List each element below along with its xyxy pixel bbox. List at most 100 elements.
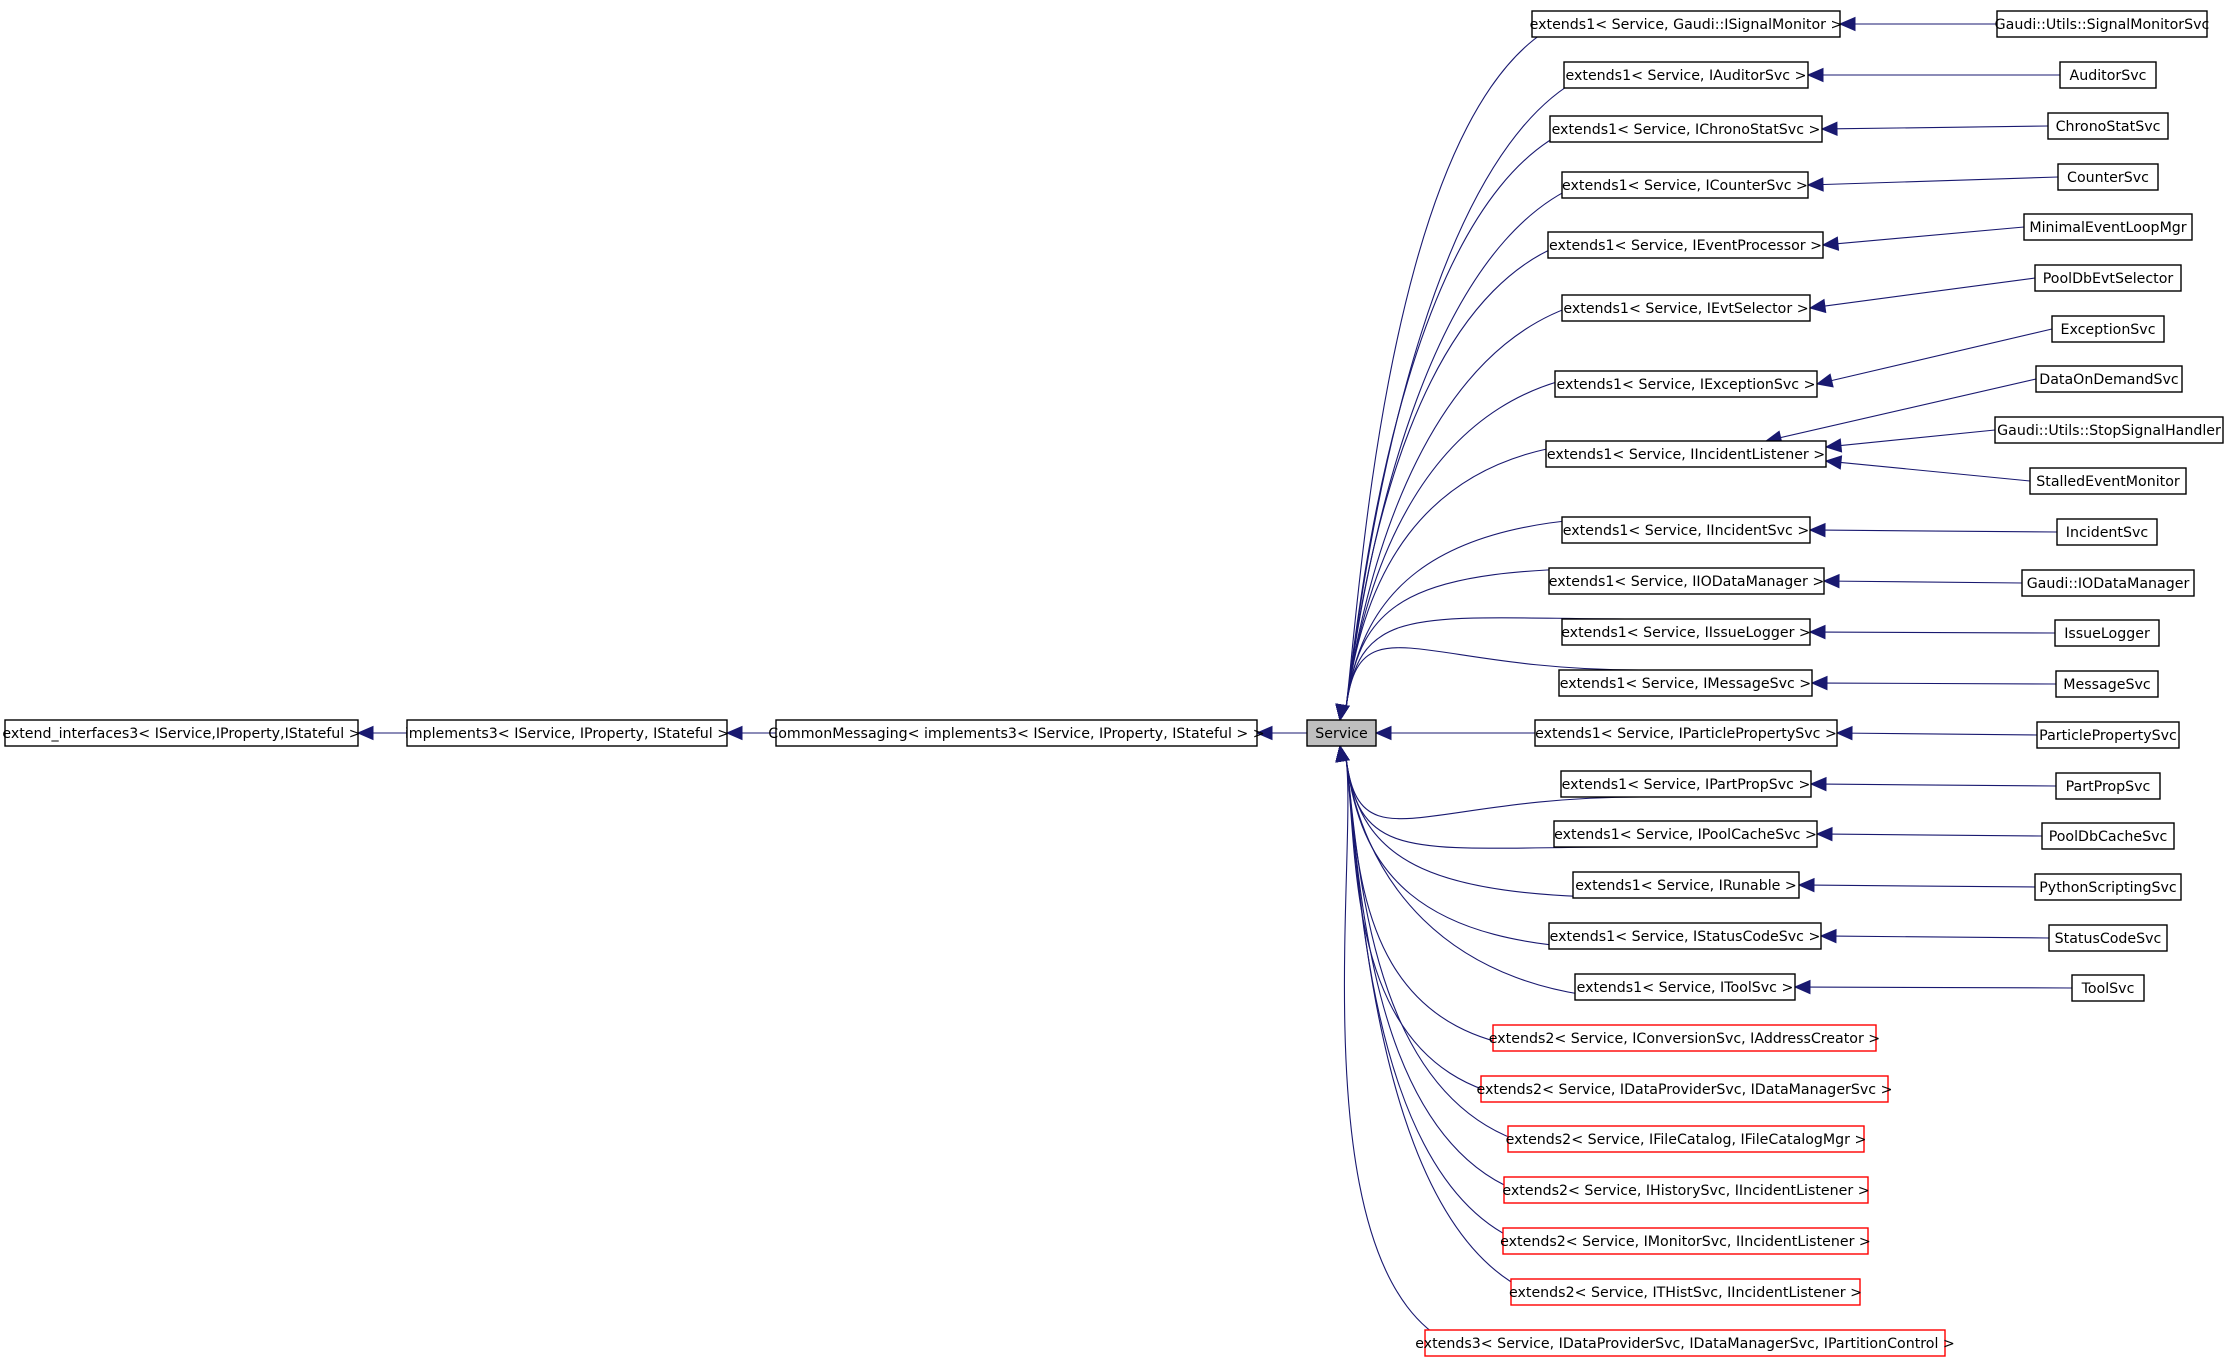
node-minimaleventloopmgr[interactable]: MinimalEventLoopMgr xyxy=(2023,213,2193,241)
node-service-box xyxy=(1306,719,1377,747)
node-extends1-service-itoolsvc-box xyxy=(1574,973,1796,1001)
node-pooldbevtselector-label: PoolDbEvtSelector xyxy=(2043,271,2174,287)
chain-node-0[interactable]: extend_interfaces3< IService,IProperty,I… xyxy=(2,719,361,747)
node-service-label: Service xyxy=(1315,726,1367,742)
node-extends1-service-irunable[interactable]: extends1< Service, IRunable > xyxy=(1572,871,1800,899)
node-pooldbcachesvc[interactable]: PoolDbCacheSvc xyxy=(2041,822,2175,850)
node-gaudi-utils-signalmonitorsvc-label: Gaudi::Utils::SignalMonitorSvc xyxy=(1995,17,2210,33)
node-messagesvc[interactable]: MessageSvc xyxy=(2055,670,2159,698)
node-dataondemandsvc[interactable]: DataOnDemandSvc xyxy=(2035,365,2183,393)
edge-statuscodesvc xyxy=(1832,935,2050,939)
node-incidentsvc[interactable]: IncidentSvc xyxy=(2056,518,2158,546)
node-countersvc-label: CounterSvc xyxy=(2067,170,2149,186)
node-extends1-service-iissuelogger[interactable]: extends1< Service, IIssueLogger > xyxy=(1561,618,1811,646)
node-toolsvc-box xyxy=(2071,974,2145,1002)
arrowhead-pythonscriptingsvc xyxy=(1797,877,1815,893)
node-extends2-service-ihistorysvc-iincidentlistener[interactable]: extends2< Service, IHistorySvc, IInciden… xyxy=(1502,1176,1870,1204)
node-stalledeventmonitor[interactable]: StalledEventMonitor xyxy=(2029,467,2187,495)
node-extends1-service-ichronostatsvc[interactable]: extends1< Service, IChronoStatSvc > xyxy=(1549,115,1823,143)
node-chronostatsvc-box xyxy=(2047,112,2169,140)
node-extends1-service-ipartpropsvc[interactable]: extends1< Service, IPartPropSvc > xyxy=(1560,770,1812,798)
node-extends1-service-ipoolcachesvc[interactable]: extends1< Service, IPoolCacheSvc > xyxy=(1553,820,1818,848)
node-extends2-service-imonitorsvc-iincidentlistener-box xyxy=(1502,1227,1869,1255)
node-extends1-service-ievtselector-box xyxy=(1561,294,1811,322)
node-extends1-service-ipoolcachesvc-box xyxy=(1553,820,1818,848)
node-pythonscriptingsvc-box xyxy=(2034,873,2182,901)
node-service[interactable]: Service xyxy=(1306,719,1377,747)
node-extends1-service-iincidentsvc[interactable]: extends1< Service, IIncidentSvc > xyxy=(1561,516,1811,544)
node-extends2-service-idataprovidersvc-idatamanagersvc-box xyxy=(1480,1075,1889,1103)
node-toolsvc-label: ToolSvc xyxy=(2081,981,2135,997)
node-extends1-service-ieventprocessor-box xyxy=(1547,231,1824,259)
node-extends1-service-irunable-label: extends1< Service, IRunable > xyxy=(1575,878,1797,894)
node-gaudi-utils-signalmonitorsvc[interactable]: Gaudi::Utils::SignalMonitorSvc xyxy=(1995,10,2210,38)
edge-incidentsvc xyxy=(1821,529,2058,533)
edge-extends1-service-ievtselector xyxy=(1345,294,1643,709)
node-extends2-service-ithistsvc-iincidentlistener-box xyxy=(1510,1278,1861,1306)
node-extends1-service-iiodatamanager[interactable]: extends1< Service, IIODataManager > xyxy=(1548,567,1825,595)
node-statuscodesvc[interactable]: StatusCodeSvc xyxy=(2048,924,2168,952)
node-extends1-service-icountersvc[interactable]: extends1< Service, ICounterSvc > xyxy=(1561,171,1809,199)
edge-extends1-service-imessagesvc xyxy=(1345,647,1640,709)
node-issuelogger[interactable]: IssueLogger xyxy=(2054,619,2160,647)
node-extends2-service-ifilecatalog-ifilecatalogmgr[interactable]: extends2< Service, IFileCatalog, IFileCa… xyxy=(1506,1125,1867,1153)
node-extends1-service-iincidentsvc-label: extends1< Service, IIncidentSvc > xyxy=(1563,523,1809,539)
node-extends1-service-iexceptionsvc[interactable]: extends1< Service, IExceptionSvc > xyxy=(1554,370,1818,398)
node-particlepropertysvc[interactable]: ParticlePropertySvc xyxy=(2036,721,2180,749)
node-extends1-service-ieventprocessor[interactable]: extends1< Service, IEventProcessor > xyxy=(1547,231,1824,259)
node-extends2-service-ithistsvc-iincidentlistener[interactable]: extends2< Service, ITHistSvc, IIncidentL… xyxy=(1509,1278,1862,1306)
chain-node-0-label: extend_interfaces3< IService,IProperty,I… xyxy=(2,726,360,742)
node-extends2-service-imonitorsvc-iincidentlistener[interactable]: extends2< Service, IMonitorSvc, IInciden… xyxy=(1500,1227,1871,1255)
node-gaudi-iodatamanager[interactable]: Gaudi::IODataManager xyxy=(2021,569,2195,597)
chain-node-1[interactable]: implements3< IService, IProperty, IState… xyxy=(405,719,729,747)
node-extends1-service-imessagesvc-label: extends1< Service, IMessageSvc > xyxy=(1560,676,1811,692)
node-extends1-service-ievtselector[interactable]: extends1< Service, IEvtSelector > xyxy=(1561,294,1811,322)
node-statuscodesvc-label: StatusCodeSvc xyxy=(2055,931,2162,947)
node-extends1-service-iincidentlistener[interactable]: extends1< Service, IIncidentListener > xyxy=(1545,440,1827,468)
node-auditorsvc[interactable]: AuditorSvc xyxy=(2059,61,2157,89)
node-extends1-service-icountersvc-label: extends1< Service, ICounterSvc > xyxy=(1562,178,1808,194)
node-extends3-service-idataprovidersvc-idatamanagersvc-ipartitioncontrol[interactable]: extends3< Service, IDataProviderSvc, IDa… xyxy=(1415,1329,1955,1357)
edge-minimaleventloopmgr xyxy=(1834,226,2025,245)
node-extends1-service-gaudi-isignalmonitor[interactable]: extends1< Service, Gaudi::ISignalMonitor… xyxy=(1530,10,1843,38)
node-exceptionsvc[interactable]: ExceptionSvc xyxy=(2051,315,2165,343)
edge-extends3-service-idataprovidersvc-idatamanagersvc-ipartitioncontrol xyxy=(1343,757,1506,1357)
node-gaudi-iodatamanager-box xyxy=(2021,569,2195,597)
node-particlepropertysvc-box xyxy=(2036,721,2180,749)
arrowhead-gaudi-iodatamanager xyxy=(1822,573,1840,589)
edge-extends1-service-itoolsvc xyxy=(1345,757,1656,1001)
node-extends1-service-iparticlepropertysvc[interactable]: extends1< Service, IParticlePropertySvc … xyxy=(1534,719,1838,747)
node-extends1-service-istatuscodesvc[interactable]: extends1< Service, IStatusCodeSvc > xyxy=(1548,922,1822,950)
node-gaudi-utils-stopsignalhandler-box xyxy=(1994,416,2224,444)
node-statuscodesvc-box xyxy=(2048,924,2168,952)
arrowhead-stalledeventmonitor xyxy=(1824,455,1843,470)
node-extends1-service-iexceptionsvc-label: extends1< Service, IExceptionSvc > xyxy=(1556,377,1815,393)
node-extends1-service-itoolsvc[interactable]: extends1< Service, IToolSvc > xyxy=(1574,973,1796,1001)
node-chronostatsvc[interactable]: ChronoStatSvc xyxy=(2047,112,2169,140)
chain-node-2[interactable]: CommonMessaging< implements3< IService, … xyxy=(768,719,1265,747)
node-extends1-service-imessagesvc[interactable]: extends1< Service, IMessageSvc > xyxy=(1558,669,1813,697)
node-stalledeventmonitor-box xyxy=(2029,467,2187,495)
node-extends1-service-iauditorsvc[interactable]: extends1< Service, IAuditorSvc > xyxy=(1563,61,1809,89)
arrowhead-auditorsvc xyxy=(1806,67,1824,83)
node-pooldbevtselector[interactable]: PoolDbEvtSelector xyxy=(2034,264,2182,292)
node-extends2-service-idataprovidersvc-idatamanagersvc[interactable]: extends2< Service, IDataProviderSvc, IDa… xyxy=(1477,1075,1893,1103)
node-toolsvc[interactable]: ToolSvc xyxy=(2071,974,2145,1002)
edge-extends1-service-gaudi-isignalmonitor xyxy=(1345,10,1613,709)
node-gaudi-utils-stopsignalhandler[interactable]: Gaudi::Utils::StopSignalHandler xyxy=(1994,416,2224,444)
node-extends1-service-gaudi-isignalmonitor-box xyxy=(1531,10,1841,38)
node-extends1-service-imessagesvc-box xyxy=(1558,669,1813,697)
node-extends2-service-iconversionsvc-iaddresscreator[interactable]: extends2< Service, IConversionSvc, IAddr… xyxy=(1489,1024,1880,1052)
node-stalledeventmonitor-label: StalledEventMonitor xyxy=(2036,474,2180,490)
node-extends2-service-ihistorysvc-iincidentlistener-box xyxy=(1503,1176,1869,1204)
node-particlepropertysvc-label: ParticlePropertySvc xyxy=(2039,728,2177,744)
node-countersvc[interactable]: CounterSvc xyxy=(2057,163,2159,191)
arrowhead-extends3-service-idataprovidersvc-idatamanagersvc-ipartitioncontrol xyxy=(1335,744,1350,763)
edge-chronostatsvc xyxy=(1833,125,2049,130)
node-extends2-service-imonitorsvc-iincidentlistener-label: extends2< Service, IMonitorSvc, IInciden… xyxy=(1500,1234,1871,1250)
edge-extends1-service-ipartpropsvc xyxy=(1345,757,1642,820)
node-extends1-service-iissuelogger-box xyxy=(1561,618,1811,646)
node-partpropsvc[interactable]: PartPropSvc xyxy=(2055,772,2161,800)
node-pythonscriptingsvc[interactable]: PythonScriptingSvc xyxy=(2034,873,2182,901)
